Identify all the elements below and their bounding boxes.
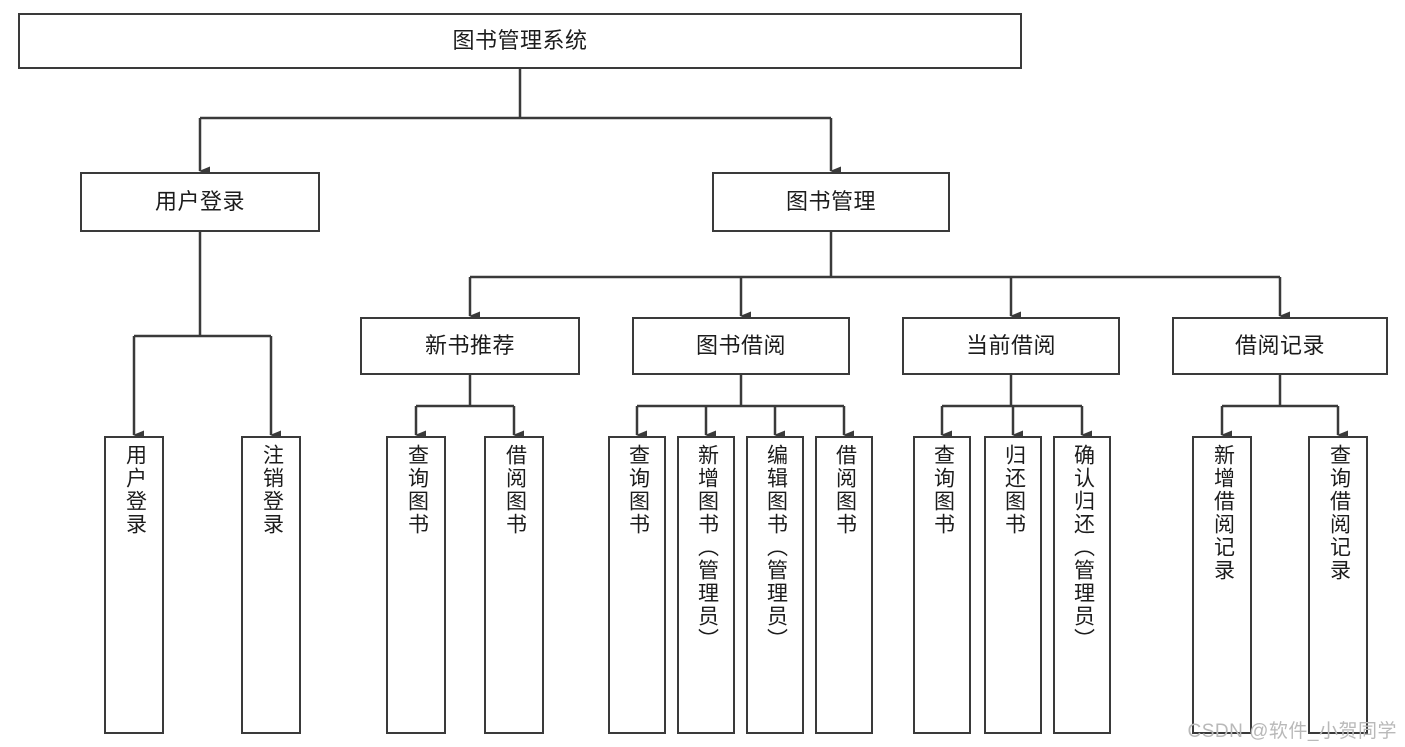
- node-label-leaf-borrow-book: 借阅图书: [833, 444, 857, 536]
- node-label-book-manage: 图书管理: [785, 188, 876, 214]
- node-leaf-add-book[interactable]: 新增图书（管理员）: [677, 436, 735, 734]
- node-label-leaf-user-logout: 注销登录: [260, 444, 284, 536]
- node-label-borrow-record: 借阅记录: [1234, 332, 1325, 358]
- node-user-login[interactable]: 用户登录: [80, 172, 320, 232]
- node-leaf-query-book-rec[interactable]: 查询图书: [386, 436, 446, 734]
- watermark-text: CSDN @软件_小贺同学: [1187, 721, 1397, 742]
- node-label-leaf-return-book: 归还图书: [1002, 444, 1026, 536]
- node-leaf-borrow-book-rec[interactable]: 借阅图书: [484, 436, 544, 734]
- node-leaf-add-record[interactable]: 新增借阅记录: [1192, 436, 1252, 734]
- node-label-leaf-confirm-return: 确认归还（管理员）: [1071, 444, 1095, 651]
- node-leaf-user-login[interactable]: 用户登录: [104, 436, 164, 734]
- node-leaf-user-logout[interactable]: 注销登录: [241, 436, 301, 734]
- node-current-borrow[interactable]: 当前借阅: [902, 317, 1120, 375]
- node-leaf-borrow-book[interactable]: 借阅图书: [815, 436, 873, 734]
- node-leaf-query-book-borrow[interactable]: 查询图书: [608, 436, 666, 734]
- node-label-leaf-query-book-cur: 查询图书: [931, 444, 955, 536]
- node-label-current-borrow: 当前借阅: [965, 332, 1056, 358]
- node-root[interactable]: 图书管理系统: [18, 13, 1022, 69]
- node-new-book-recommend[interactable]: 新书推荐: [360, 317, 580, 375]
- connector-lines: [132, 69, 1348, 440]
- node-leaf-return-book[interactable]: 归还图书: [984, 436, 1042, 734]
- node-book-manage[interactable]: 图书管理: [712, 172, 950, 232]
- node-label-leaf-borrow-book-rec: 借阅图书: [503, 444, 527, 536]
- node-label-leaf-query-book-rec: 查询图书: [405, 444, 429, 536]
- node-label-user-login: 用户登录: [154, 188, 245, 214]
- node-label-leaf-add-book: 新增图书（管理员）: [695, 444, 719, 651]
- node-book-borrow[interactable]: 图书借阅: [632, 317, 850, 375]
- node-label-new-book-recommend: 新书推荐: [424, 332, 515, 358]
- node-leaf-edit-book[interactable]: 编辑图书（管理员）: [746, 436, 804, 734]
- node-label-leaf-query-record: 查询借阅记录: [1327, 444, 1351, 582]
- node-leaf-query-record[interactable]: 查询借阅记录: [1308, 436, 1368, 734]
- node-label-leaf-add-record: 新增借阅记录: [1211, 444, 1235, 582]
- node-leaf-confirm-return[interactable]: 确认归还（管理员）: [1053, 436, 1111, 734]
- node-label-root: 图书管理系统: [452, 27, 588, 53]
- node-borrow-record[interactable]: 借阅记录: [1172, 317, 1388, 375]
- node-label-book-borrow: 图书借阅: [695, 332, 786, 358]
- node-label-leaf-user-login: 用户登录: [123, 444, 147, 536]
- node-label-leaf-edit-book: 编辑图书（管理员）: [764, 444, 788, 651]
- node-leaf-query-book-cur[interactable]: 查询图书: [913, 436, 971, 734]
- node-label-leaf-query-book-borrow: 查询图书: [626, 444, 650, 536]
